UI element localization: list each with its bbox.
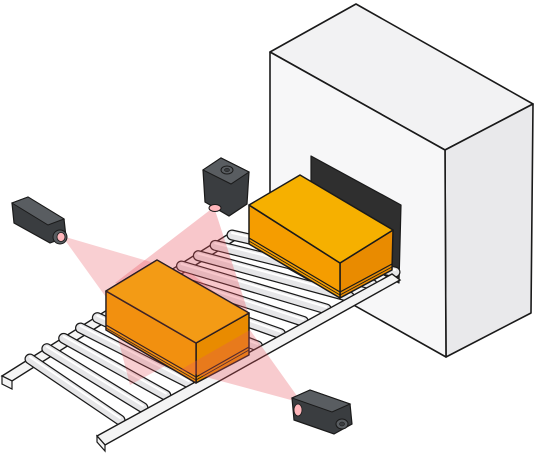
camera-bottom-connector-pin: [339, 421, 345, 427]
industrial-camera-icon: [290, 389, 353, 435]
conveyor-roller: [25, 354, 125, 425]
camera-left-face: [10, 196, 66, 226]
scan-beam-bottom-camera: [180, 330, 302, 403]
conveyor-roller-highlight: [29, 356, 121, 419]
box-rear-lid-seam-2: [248, 240, 393, 296]
conveyor-roller: [177, 261, 331, 314]
conveyor-roller-highlight: [62, 335, 167, 395]
industrial-camera-icon: [10, 196, 68, 245]
box-rear-top: [248, 174, 394, 264]
camera-bottom-lens: [293, 403, 303, 417]
conveyor-roller-highlight: [45, 345, 144, 407]
scan-tint-top: [106, 260, 249, 343]
camera-bottom-face: [290, 389, 352, 413]
conveyor-roller: [76, 323, 193, 388]
box-front-lid-seam: [105, 324, 250, 378]
conveyor-roller: [42, 344, 148, 412]
parcel-box-front: [105, 259, 250, 384]
conveyor-roller-highlight: [180, 263, 328, 308]
conveyor-roller: [194, 251, 354, 301]
industrial-camera-icon: [202, 157, 250, 217]
conveyor-roller-highlight: [79, 325, 190, 382]
parcel-box-rear: [248, 174, 394, 299]
conveyor-front-rail-lower: [96, 434, 106, 453]
camera-top-connector-pin: [224, 168, 230, 172]
camera-left-lens: [56, 232, 66, 242]
camera-top-lens: [208, 204, 222, 212]
box-rear-lid-seam: [248, 237, 393, 293]
conveyor-back-rail-lower: [1, 375, 13, 390]
scan-tint-front: [106, 291, 196, 383]
box-front-top: [105, 259, 250, 344]
conveyor-roller: [59, 334, 171, 400]
box-front-lid-seam-2: [105, 327, 250, 381]
